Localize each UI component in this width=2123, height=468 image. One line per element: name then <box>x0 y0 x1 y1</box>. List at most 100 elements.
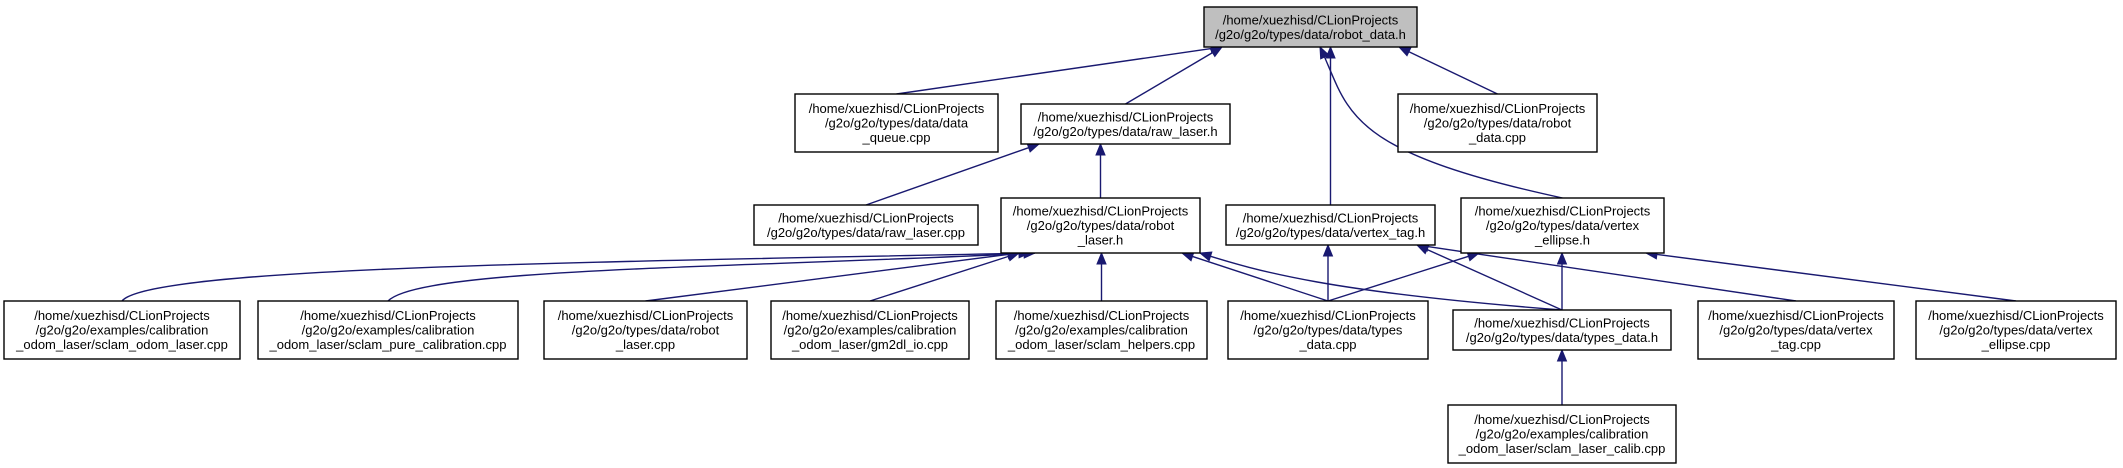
node-label-line: /home/xuezhisd/CLionProjects <box>1243 210 1419 225</box>
node-box[interactable] <box>753 204 979 246</box>
node-gm2dl_io_cpp[interactable]: /home/xuezhisd/CLionProjects/g2o/g2o/exa… <box>770 300 970 360</box>
node-box[interactable] <box>1915 300 2117 360</box>
edge-sclam_odom_laser_cpp-to-robot_laser_h <box>121 252 1031 302</box>
node-label-line: /g2o/g2o/examples/calibration <box>302 323 475 338</box>
node-raw_laser_h[interactable]: /home/xuezhisd/CLionProjects/g2o/g2o/typ… <box>1020 103 1231 145</box>
edge-sclam_pure_calibration_cpp-to-robot_laser_h <box>387 252 1036 302</box>
node-label-line: /home/xuezhisd/CLionProjects <box>1240 308 1416 323</box>
edge-data_queue_cpp-to-robot_data_h <box>896 47 1212 95</box>
node-label-line: /home/xuezhisd/CLionProjects <box>1013 204 1189 219</box>
node-vertex_tag_h[interactable]: /home/xuezhisd/CLionProjects/g2o/g2o/typ… <box>1225 204 1436 246</box>
node-box[interactable] <box>1020 103 1231 145</box>
node-sclam_pure_calibration_cpp[interactable]: /home/xuezhisd/CLionProjects/g2o/g2o/exa… <box>257 300 519 360</box>
node-label-line: _queue.cpp <box>862 130 931 145</box>
arrowhead-robot_laser_h <box>1198 251 1213 262</box>
node-box[interactable] <box>1000 197 1201 254</box>
node-label-line: _odom_laser/sclam_laser_calib.cpp <box>1458 441 1666 456</box>
node-label-line: /g2o/g2o/types/data/data <box>825 116 969 131</box>
node-box[interactable] <box>770 300 970 360</box>
edge-vertex_ellipse_h-to-robot_data_h <box>1319 46 1563 199</box>
node-label-line: /home/xuezhisd/CLionProjects <box>34 308 210 323</box>
arrowhead-types_data_h <box>1556 348 1568 362</box>
arrowhead-robot_data_h <box>1209 46 1224 58</box>
node-box[interactable] <box>995 300 1208 360</box>
edge-gm2dl_io_cpp-to-robot_laser_h <box>869 255 1009 302</box>
node-label-line: /g2o/g2o/types/data/vertex_tag.h <box>1236 225 1425 240</box>
edge-robot_laser_cpp-to-robot_laser_h <box>645 253 1009 302</box>
node-label-line: /g2o/g2o/examples/calibration <box>1476 427 1649 442</box>
arrowhead-vertex_ellipse_h <box>1556 251 1568 265</box>
node-box[interactable] <box>1460 197 1665 254</box>
node-box[interactable] <box>1452 309 1672 351</box>
node-vertex_tag_cpp[interactable]: /home/xuezhisd/CLionProjects/g2o/g2o/typ… <box>1697 300 1895 360</box>
node-vertex_ellipse_h[interactable]: /home/xuezhisd/CLionProjects/g2o/g2o/typ… <box>1460 197 1665 254</box>
node-label-line: /g2o/g2o/types/data/vertex <box>1939 323 2093 338</box>
node-box[interactable] <box>1227 300 1429 360</box>
node-box[interactable] <box>257 300 519 360</box>
node-label-line: /g2o/g2o/types/data/robot_data.h <box>1215 27 1406 42</box>
edge-raw_laser_cpp-to-raw_laser_h <box>865 146 1029 206</box>
node-sclam_odom_laser_cpp[interactable]: /home/xuezhisd/CLionProjects/g2o/g2o/exa… <box>3 300 241 360</box>
node-vertex_ellipse_cpp[interactable]: /home/xuezhisd/CLionProjects/g2o/g2o/typ… <box>1915 300 2117 360</box>
node-label-line: _laser.h <box>1077 233 1124 248</box>
node-sclam_helpers_cpp[interactable]: /home/xuezhisd/CLionProjects/g2o/g2o/exa… <box>995 300 1208 360</box>
arrowhead-robot_data_h <box>1397 46 1412 57</box>
node-box[interactable] <box>1447 404 1677 464</box>
arrowhead-robot_laser_h <box>1096 251 1107 265</box>
edge-raw_laser_h-to-robot_data_h <box>1125 51 1213 105</box>
edges-layer <box>121 43 2017 405</box>
node-types_data_h[interactable]: /home/xuezhisd/CLionProjects/g2o/g2o/typ… <box>1452 309 1672 351</box>
edge-vertex_tag_cpp-to-vertex_tag_h <box>1427 245 1797 302</box>
node-label-line: _odom_laser/sclam_odom_laser.cpp <box>15 337 228 352</box>
node-label-line: /home/xuezhisd/CLionProjects <box>778 210 954 225</box>
node-robot_laser_cpp[interactable]: /home/xuezhisd/CLionProjects/g2o/g2o/typ… <box>543 300 748 360</box>
node-label-line: /home/xuezhisd/CLionProjects <box>1038 109 1214 124</box>
node-label-line: _ellipse.cpp <box>1981 337 2051 352</box>
node-sclam_laser_calib_cpp[interactable]: /home/xuezhisd/CLionProjects/g2o/g2o/exa… <box>1447 404 1677 464</box>
edge-types_data_cpp-to-vertex_ellipse_h <box>1327 255 1469 302</box>
node-label-line: /home/xuezhisd/CLionProjects <box>1928 308 2104 323</box>
edge-vertex_ellipse_cpp-to-vertex_ellipse_h <box>1656 253 2017 302</box>
node-label-line: _laser.cpp <box>615 337 675 352</box>
arrowhead-robot_data_h <box>1319 45 1330 60</box>
node-label-line: /home/xuezhisd/CLionProjects <box>1708 308 1884 323</box>
node-label-line: _odom_laser/gm2dl_io.cpp <box>791 337 948 352</box>
edge-robot_data_cpp-to-robot_data_h <box>1408 51 1498 95</box>
node-label-line: /home/xuezhisd/CLionProjects <box>782 308 958 323</box>
node-box[interactable] <box>1397 93 1598 153</box>
node-robot_data_h[interactable]: /home/xuezhisd/CLionProjects/g2o/g2o/typ… <box>1203 6 1418 48</box>
node-label-line: /home/xuezhisd/CLionProjects <box>1474 315 1650 330</box>
node-box[interactable] <box>543 300 748 360</box>
node-label-line: /g2o/g2o/examples/calibration <box>1015 323 1188 338</box>
node-raw_laser_cpp[interactable]: /home/xuezhisd/CLionProjects/g2o/g2o/typ… <box>753 204 979 246</box>
node-label-line: /g2o/g2o/types/data/types <box>1254 323 1403 338</box>
node-label-line: /home/xuezhisd/CLionProjects <box>1223 12 1399 27</box>
node-robot_data_cpp[interactable]: /home/xuezhisd/CLionProjects/g2o/g2o/typ… <box>1397 93 1598 153</box>
node-label-line: /home/xuezhisd/CLionProjects <box>1410 101 1586 116</box>
node-box[interactable] <box>1697 300 1895 360</box>
node-label-line: /home/xuezhisd/CLionProjects <box>1014 308 1190 323</box>
node-label-line: /g2o/g2o/types/data/vertex <box>1719 323 1873 338</box>
node-box[interactable] <box>3 300 241 360</box>
node-label-line: /g2o/g2o/types/data/robot <box>1424 116 1572 131</box>
arrowhead-robot_data_h <box>1325 45 1336 59</box>
node-box[interactable] <box>794 93 999 153</box>
node-label-line: /home/xuezhisd/CLionProjects <box>1475 204 1651 219</box>
node-label-line: /g2o/g2o/types/data/raw_laser.h <box>1033 124 1217 139</box>
node-label-line: /home/xuezhisd/CLionProjects <box>300 308 476 323</box>
node-data_queue_cpp[interactable]: /home/xuezhisd/CLionProjects/g2o/g2o/typ… <box>794 93 999 153</box>
node-label-line: _odom_laser/sclam_pure_calibration.cpp <box>268 337 506 352</box>
node-robot_laser_h[interactable]: /home/xuezhisd/CLionProjects/g2o/g2o/typ… <box>1000 197 1201 254</box>
node-label-line: /g2o/g2o/types/data/types_data.h <box>1466 330 1658 345</box>
node-label-line: /home/xuezhisd/CLionProjects <box>809 101 985 116</box>
node-label-line: /g2o/g2o/types/data/vertex <box>1486 218 1640 233</box>
node-box[interactable] <box>1225 204 1436 246</box>
node-types_data_cpp[interactable]: /home/xuezhisd/CLionProjects/g2o/g2o/typ… <box>1227 300 1429 360</box>
node-label-line: /g2o/g2o/types/data/raw_laser.cpp <box>767 225 965 240</box>
edge-types_data_h-to-robot_laser_h <box>1199 252 1563 311</box>
root-node-box[interactable] <box>1203 6 1418 48</box>
arrowhead-vertex_tag_h <box>1322 243 1334 257</box>
node-label-line: /g2o/g2o/types/data/robot <box>1027 218 1175 233</box>
node-label-line: /g2o/g2o/examples/calibration <box>36 323 209 338</box>
